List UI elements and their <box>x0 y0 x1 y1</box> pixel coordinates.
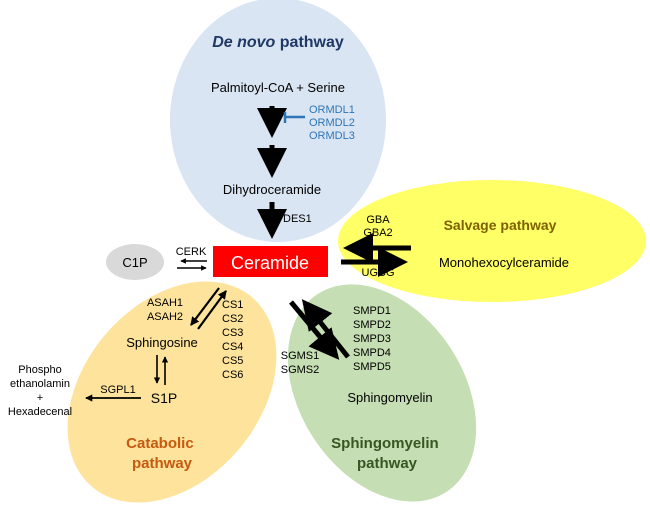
monohexocylceramide-label: Monohexocylceramide <box>439 255 569 270</box>
c1p-label: C1P <box>122 255 147 270</box>
cs-enzyme-label: CS5 <box>222 355 243 367</box>
ceramide-node <box>213 246 328 277</box>
smpd-enzyme-label: SMPD3 <box>353 333 391 345</box>
smpd-enzyme-label: SMPD2 <box>353 319 391 331</box>
des1-enzyme-label: DES1 <box>283 213 312 225</box>
arrow-sphingosine-to-ceramide <box>197 290 227 330</box>
de-novo-title: De novo pathway <box>212 34 344 51</box>
sgpl1-enzyme-label: SGPL1 <box>100 384 135 396</box>
arrow-sphingomyelin-to-ceramide <box>301 299 350 359</box>
cs-enzyme-label: CS1 <box>222 299 243 311</box>
cs-enzyme-label: CS4 <box>222 341 243 353</box>
ormdl-label: ORMDL1 <box>309 104 355 116</box>
salvage-pathway-region <box>338 180 646 302</box>
cs-enzyme-label: CS6 <box>222 369 243 381</box>
sgms-enzyme-label: SGMS2 <box>281 364 320 376</box>
cs-enzyme-label: CS2 <box>222 313 243 325</box>
sgpl1-product-label: Phospho <box>18 364 61 376</box>
sphingomyelin-label: Sphingomyelin <box>347 390 432 405</box>
ugcg-enzyme-label: UGCG <box>362 267 395 279</box>
asah-enzyme-label: ASAH1 <box>147 297 183 309</box>
cs-enzyme-label: CS3 <box>222 327 243 339</box>
salvage-pathway-title: Salvage pathway <box>444 217 557 233</box>
catabolic-pathway-region <box>67 281 277 503</box>
dihydroceramide-label: Dihydroceramide <box>223 182 321 197</box>
sgpl1-product-label: ethanolamin <box>10 378 70 390</box>
sphingosine-label: Sphingosine <box>126 335 198 350</box>
ormdl-label: ORMDL3 <box>309 130 355 142</box>
smpd-enzyme-label: SMPD5 <box>353 361 391 373</box>
ormdl-label: ORMDL2 <box>309 117 355 129</box>
ceramide-label: Ceramide <box>231 253 309 273</box>
sgpl1-product-label: + <box>37 392 43 404</box>
de-novo-arrows <box>257 106 305 239</box>
c1p-node <box>106 244 164 280</box>
s1p-label: S1P <box>151 390 177 406</box>
smpd-enzyme-label: SMPD1 <box>353 305 391 317</box>
catabolic-pathway-title: Catabolic pathway <box>126 435 198 472</box>
sgms-enzyme-label: SGMS1 <box>281 350 320 362</box>
sgpl1-product-label: Hexadecenal <box>8 406 72 418</box>
gba-enzyme-label: GBA <box>366 214 390 226</box>
asah-enzyme-label: ASAH2 <box>147 311 183 323</box>
smpd-enzyme-label: SMPD4 <box>353 347 391 359</box>
sgpl1-products: Phospho ethanolamin + Hexadecenal <box>8 364 72 418</box>
sphingomyelin-pathway-title: Sphingomyelin pathway <box>331 435 443 472</box>
palmitoyl-coa-serine-label: Palmitoyl-CoA + Serine <box>211 80 345 95</box>
cerk-enzyme-label: CERK <box>176 246 207 258</box>
gba-enzyme-label: GBA2 <box>363 227 392 239</box>
arrow-ceramide-to-sphingosine <box>190 287 220 326</box>
